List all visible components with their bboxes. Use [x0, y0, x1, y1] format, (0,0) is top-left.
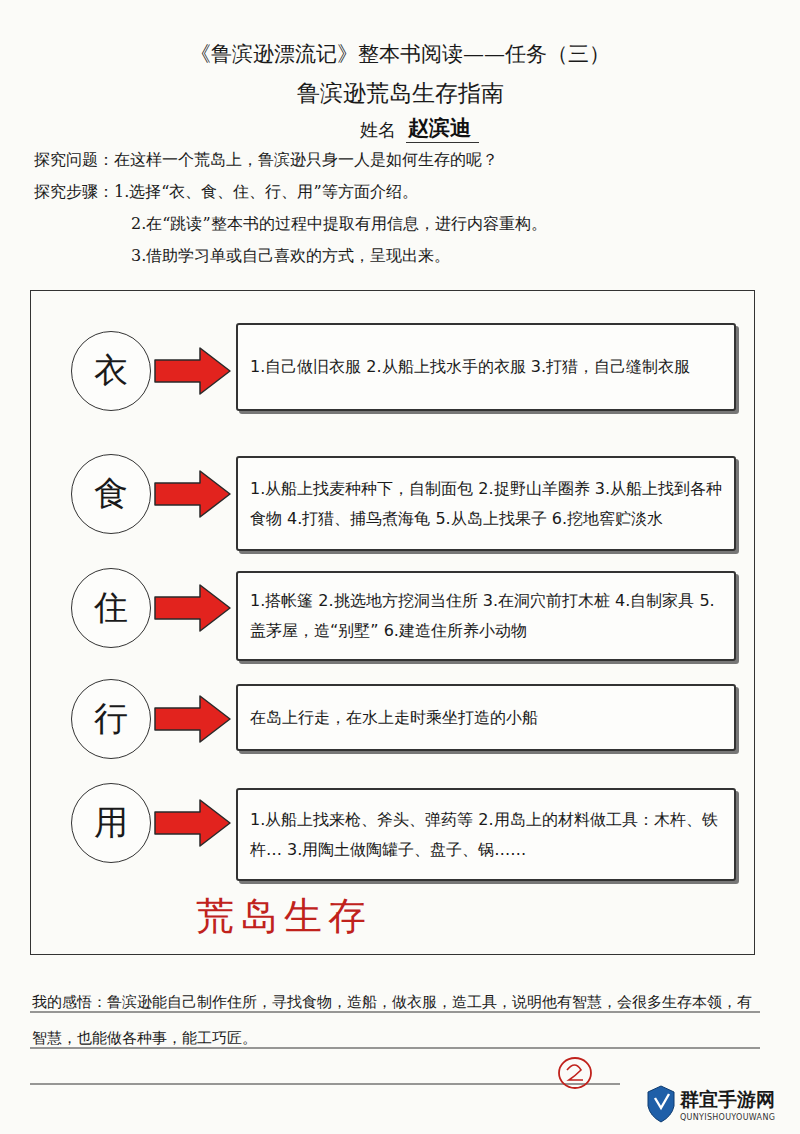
block-arrow	[155, 800, 230, 846]
step-line: 探究步骤：1.选择“衣、食、住、行、用”等方面介绍。	[34, 182, 774, 203]
box-text: 在岛上行走，在水上走时乘坐打造的小船	[250, 703, 538, 733]
grade-circle	[559, 1058, 591, 1088]
category-char: 衣	[94, 348, 128, 394]
writing-line	[30, 1083, 620, 1084]
outer-frame: 荒岛生存 衣 1.自己做旧衣服 2.从船上找水手的衣服 3.打猎，自己缝制衣服食 1.…	[30, 290, 755, 955]
subtitle: 鲁滨逊荒岛生存指南	[0, 78, 800, 109]
category-char: 住	[94, 585, 128, 631]
box-text: 1.搭帐篷 2.挑选地方挖洞当住所 3.在洞穴前打木桩 4.自制家具 5.盖茅屋…	[250, 586, 722, 646]
category-circle: 住	[71, 568, 151, 648]
content-box: 1.从船上找来枪、斧头、弹药等 2.用岛上的材料做工具：木杵、铁杵… 3.用陶土…	[236, 788, 736, 881]
grade-mark	[567, 1065, 583, 1080]
frame-caption: 荒岛生存	[196, 891, 372, 942]
name-field: 姓名	[360, 118, 396, 142]
content-box: 1.从船上找麦种种下，自制面包 2.捉野山羊圈养 3.从船上找到各种食物 4.打…	[236, 456, 736, 551]
writing-line	[30, 1011, 760, 1012]
watermark: 群宜手游网	[680, 1087, 775, 1113]
category-char: 用	[94, 800, 128, 846]
content-box: 在岛上行走，在水上走时乘坐打造的小船	[236, 684, 736, 751]
block-arrow	[155, 348, 230, 394]
content-box: 1.自己做旧衣服 2.从船上找水手的衣服 3.打猎，自己缝制衣服	[236, 323, 736, 411]
content-box: 1.搭帐篷 2.挑选地方挖洞当住所 3.在洞穴前打木桩 4.自制家具 5.盖茅屋…	[236, 571, 736, 661]
writing-line	[30, 1047, 760, 1048]
page-title: 《鲁滨逊漂流记》整本书阅读——任务（三）	[0, 40, 800, 68]
step-line: 2.在“跳读”整本书的过程中提取有用信息，进行内容重构。	[131, 214, 771, 235]
block-arrow	[155, 471, 230, 517]
box-text: 1.自己做旧衣服 2.从船上找水手的衣服 3.打猎，自己缝制衣服	[250, 352, 690, 382]
question-line: 探究问题：在这样一个荒岛上，鲁滨逊只身一人是如何生存的呢？	[34, 150, 774, 171]
category-circle: 用	[71, 783, 151, 863]
watermark-latin: QUNYISHOUYOUWANG	[680, 1113, 775, 1122]
logo-shield	[648, 1086, 674, 1122]
block-arrow	[155, 696, 230, 742]
block-arrow	[155, 585, 230, 631]
category-circle: 衣	[71, 331, 151, 411]
category-circle: 行	[71, 679, 151, 759]
step-line: 3.借助学习单或自己喜欢的方式，呈现出来。	[131, 246, 771, 267]
student-name: 赵滨迪	[406, 114, 479, 143]
box-text: 1.从船上找麦种种下，自制面包 2.捉野山羊圈养 3.从船上找到各种食物 4.打…	[250, 474, 722, 534]
category-circle: 食	[71, 454, 151, 534]
category-char: 食	[94, 471, 128, 517]
reflection-text: 我的感悟：鲁滨逊能自己制作住所，寻找食物，造船，做衣服，造工具，说明他有智慧，会…	[32, 984, 760, 1056]
logo-check	[655, 1094, 669, 1108]
category-char: 行	[94, 696, 128, 742]
box-text: 1.从船上找来枪、斧头、弹药等 2.用岛上的材料做工具：木杵、铁杵… 3.用陶土…	[250, 805, 722, 865]
